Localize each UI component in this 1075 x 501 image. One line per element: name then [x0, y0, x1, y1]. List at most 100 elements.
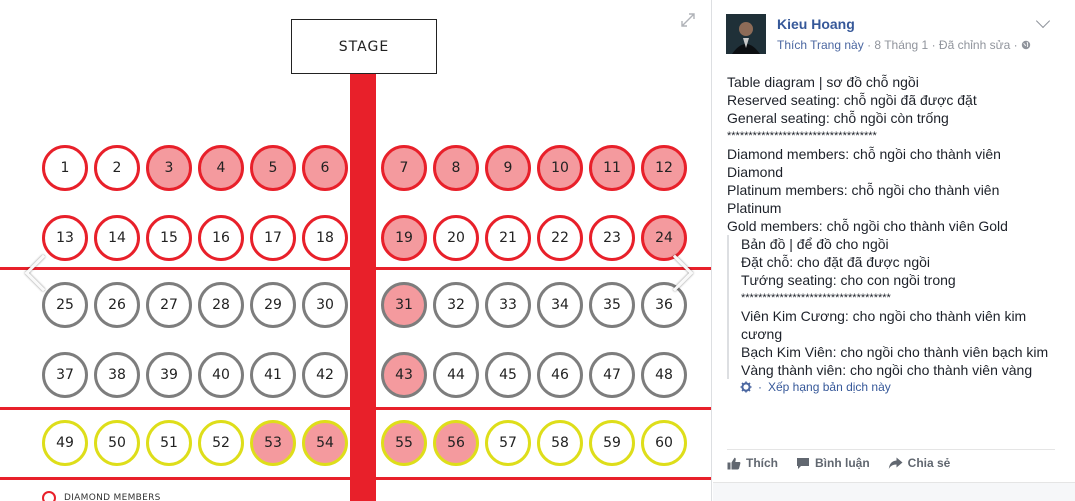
stage-box: STAGE	[291, 19, 437, 74]
seat: 47	[589, 352, 635, 398]
meta-separator: ·	[1013, 38, 1022, 52]
share-button[interactable]: Chia sẻ	[888, 456, 951, 470]
post-meta: Thích Trang này · 8 Tháng 1 · Đã chỉnh s…	[777, 38, 1031, 52]
seat: 50	[94, 420, 140, 466]
seat: 43	[381, 352, 427, 398]
like-button[interactable]: Thích	[727, 456, 778, 470]
post-author-name[interactable]: Kieu Hoang	[777, 16, 855, 32]
seat: 36	[641, 282, 687, 328]
avatar[interactable]	[726, 14, 766, 54]
edited-label[interactable]: Đã chỉnh sửa	[938, 38, 1011, 52]
post-line: Gold members: chỗ ngồi cho thành viên Go…	[727, 218, 1008, 234]
post-line: Platinum	[727, 200, 782, 216]
like-label: Thích	[746, 456, 778, 470]
seat: 9	[485, 145, 531, 191]
seat: 16	[198, 215, 244, 261]
post-line: Reserved seating: chỗ ngồi đã được đặt	[727, 92, 977, 108]
seat: 22	[537, 215, 583, 261]
post-sidebar: Kieu Hoang Thích Trang này · 8 Tháng 1 ·…	[713, 0, 1075, 501]
seat: 2	[94, 145, 140, 191]
seat: 12	[641, 145, 687, 191]
seat: 54	[302, 420, 348, 466]
translation-line: Đặt chỗ: cho đặt đã được ngồi	[741, 254, 930, 270]
translation-line: Bản đồ | để đồ cho ngồi	[741, 236, 889, 252]
post-options-chevron-icon[interactable]	[1035, 13, 1051, 29]
seat: 3	[146, 145, 192, 191]
seat: 21	[485, 215, 531, 261]
translation-line: Bạch Kim Viên: cho ngồi cho thành viên b…	[741, 344, 1049, 360]
translation-line: cương	[741, 326, 783, 342]
meta-separator: ·	[867, 38, 875, 52]
seat: 46	[537, 352, 583, 398]
like-page-link[interactable]: Thích Trang này	[777, 38, 864, 52]
seat: 49	[42, 420, 88, 466]
seat: 26	[94, 282, 140, 328]
seat: 24	[641, 215, 687, 261]
translation-line: Tướng seating: cho con ngồi trong	[741, 272, 956, 288]
seat: 31	[381, 282, 427, 328]
seat: 6	[302, 145, 348, 191]
comment-button[interactable]: Bình luận	[796, 456, 870, 470]
seat: 14	[94, 215, 140, 261]
translation-line: ***********************************	[741, 292, 891, 304]
seat: 20	[433, 215, 479, 261]
translated-text: Bản đồ | để đồ cho ngồi Đặt chỗ: cho đặt…	[727, 235, 1072, 379]
rate-translation-row[interactable]: · Xếp hạng bản dịch này	[740, 380, 891, 394]
post-actions: Thích Bình luận Chia sẻ	[727, 456, 950, 470]
globe-icon	[1021, 40, 1031, 50]
seat: 37	[42, 352, 88, 398]
post-line: General seating: chỗ ngồi còn trống	[727, 110, 949, 126]
seat: 53	[250, 420, 296, 466]
seat: 60	[641, 420, 687, 466]
section-divider-line	[0, 267, 711, 270]
seat: 42	[302, 352, 348, 398]
thumbs-up-icon	[727, 457, 741, 469]
legend-swatch-diamond	[42, 491, 56, 501]
seat: 56	[433, 420, 479, 466]
seat: 41	[250, 352, 296, 398]
share-label: Chia sẻ	[907, 456, 951, 470]
seat: 4	[198, 145, 244, 191]
seat: 30	[302, 282, 348, 328]
section-divider-line	[0, 407, 711, 410]
post-date[interactable]: 8 Tháng 1	[874, 38, 929, 52]
post-line: Table diagram | sơ đồ chỗ ngồi	[727, 74, 919, 90]
stage-label: STAGE	[338, 38, 390, 55]
legend: DIAMOND MEMBERS	[42, 491, 161, 501]
seat: 55	[381, 420, 427, 466]
seat: 29	[250, 282, 296, 328]
seat: 1	[42, 145, 88, 191]
translation-line: Vàng thành viên: cho ngồi cho thành viên…	[741, 362, 1033, 378]
seat: 27	[146, 282, 192, 328]
seat: 40	[198, 352, 244, 398]
comment-label: Bình luận	[815, 456, 870, 470]
legend-label: DIAMOND MEMBERS	[64, 493, 161, 501]
seat: 51	[146, 420, 192, 466]
rate-translation-link[interactable]: Xếp hạng bản dịch này	[768, 380, 891, 394]
seat: 39	[146, 352, 192, 398]
seat: 23	[589, 215, 635, 261]
seat: 13	[42, 215, 88, 261]
seat: 28	[198, 282, 244, 328]
seat: 57	[485, 420, 531, 466]
post-line: Platinum members: chỗ ngồi cho thành viê…	[727, 182, 1000, 198]
seat: 11	[589, 145, 635, 191]
seat: 10	[537, 145, 583, 191]
translation-line: Viên Kim Cương: cho ngồi cho thành viên …	[741, 308, 1027, 324]
seat: 38	[94, 352, 140, 398]
seat: 7	[381, 145, 427, 191]
seat: 15	[146, 215, 192, 261]
expand-icon[interactable]	[680, 12, 696, 28]
divider	[727, 449, 1055, 450]
seat: 35	[589, 282, 635, 328]
seat: 48	[641, 352, 687, 398]
seat: 18	[302, 215, 348, 261]
seat: 8	[433, 145, 479, 191]
seat: 58	[537, 420, 583, 466]
seat: 52	[198, 420, 244, 466]
seat: 33	[485, 282, 531, 328]
seat: 32	[433, 282, 479, 328]
section-divider-line	[0, 477, 711, 480]
seat: 34	[537, 282, 583, 328]
